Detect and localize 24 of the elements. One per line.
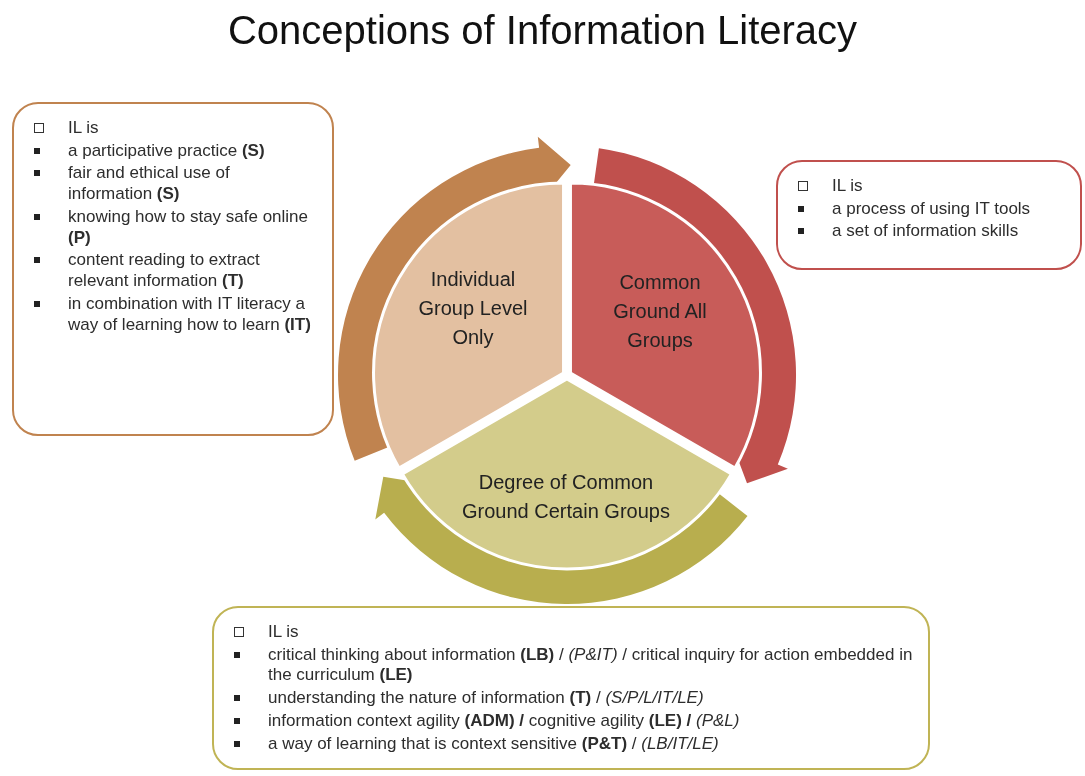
callout-box: [12, 102, 334, 436]
segment-label: Individual Group Level Only: [417, 267, 529, 350]
segment-label: Common Ground All Groups: [612, 270, 708, 353]
list-heading: IL is: [832, 176, 863, 197]
callout-box: [776, 160, 1082, 270]
list-item: a participative practice (S): [68, 140, 265, 162]
diagram-title: Conceptions of Information Literacy: [226, 8, 859, 53]
list-heading: IL is: [268, 622, 299, 643]
list-item: a set of information skills: [832, 221, 1019, 243]
list-item: information context agility (ADM) / cognitive agility (LE) / (P&L): [268, 710, 740, 732]
list-item: critical thinking about information (LB) / (P&IT) / critical inquiry for action embedded in the curriculum (LE): [268, 644, 914, 687]
list-item: a way of learning that is context sensitive (P&T) / (LB/IT/LE): [268, 733, 719, 755]
segment-label: Degree of Common Ground Certain Groups: [461, 470, 671, 524]
list-item: understanding the nature of information (T) / (S/P/L/IT/LE): [268, 688, 704, 709]
curved-arrow: [593, 148, 796, 484]
list-item: knowing how to stay safe online (P): [68, 206, 310, 249]
curved-arrow: [338, 136, 571, 461]
list-heading: IL is: [68, 118, 99, 139]
curved-arrow: [375, 476, 748, 604]
list-item: in combination with IT literacy a way of learning how to learn (IT): [68, 293, 312, 336]
list-item: a process of using IT tools: [832, 198, 1031, 220]
list-item: fair and ethical use of information (S): [68, 163, 231, 205]
callout-box: [212, 606, 930, 770]
list-item: content reading to extract relevant information (T): [68, 250, 261, 292]
